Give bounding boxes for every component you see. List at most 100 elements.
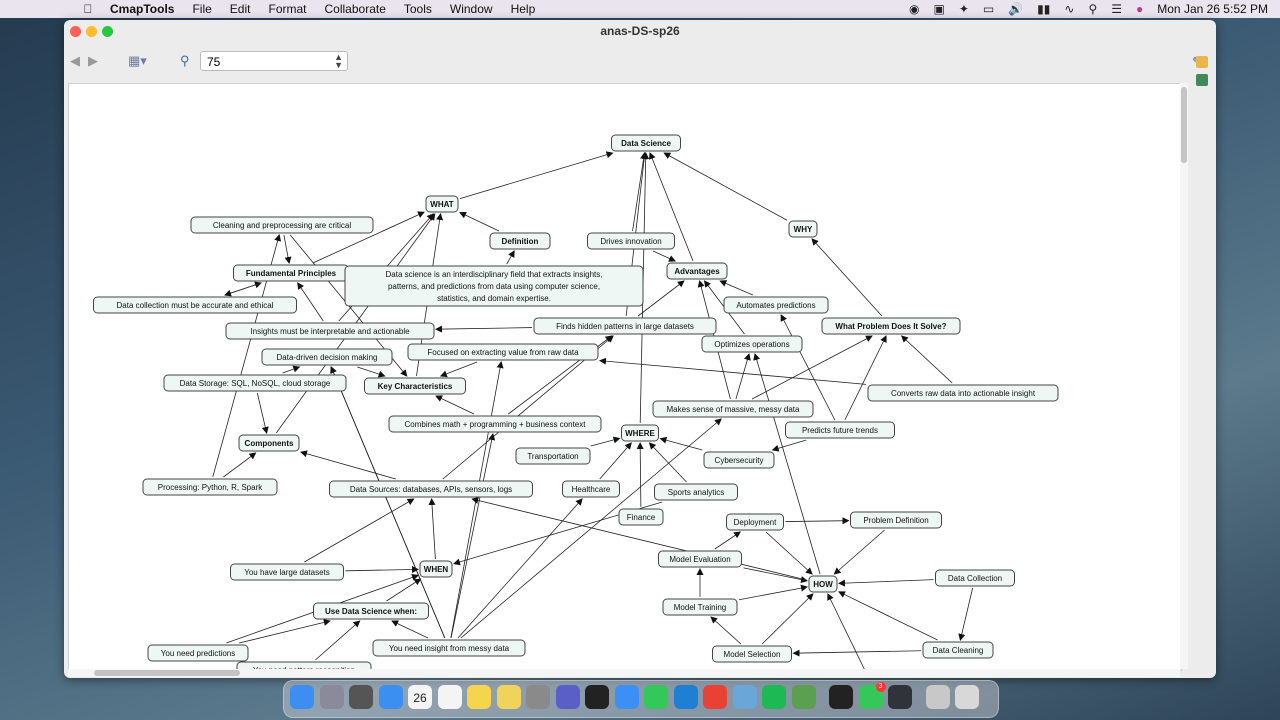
menu-file[interactable]: File	[192, 2, 212, 16]
menu-collaborate[interactable]: Collaborate	[324, 2, 386, 16]
cmap-link[interactable]	[738, 584, 808, 601]
cmap-link[interactable]	[312, 211, 425, 264]
record-icon[interactable]: ◉	[908, 2, 920, 16]
cmap-node-cyber[interactable]: Cybersecurity	[703, 451, 775, 469]
style-palette-icon[interactable]	[1196, 56, 1208, 68]
cmap-link[interactable]	[743, 567, 808, 583]
dock-settings-icon[interactable]	[526, 685, 550, 709]
dock-cmaptools-icon[interactable]	[791, 685, 816, 709]
zoom-icon[interactable]: ⚲	[180, 53, 190, 68]
apple-icon[interactable]: 	[80, 2, 96, 16]
zoom-input[interactable]: 75 ▲▼	[200, 51, 348, 71]
volume-icon[interactable]: 🔊	[1008, 2, 1024, 16]
cmap-link[interactable]	[428, 498, 436, 560]
cmap-link[interactable]	[386, 578, 422, 602]
dock-facetime-icon[interactable]: 3	[858, 682, 886, 709]
cmap-node-definition[interactable]: Definition	[489, 232, 551, 250]
cmap-link[interactable]	[714, 531, 741, 550]
cmap-link[interactable]	[765, 531, 813, 575]
dock-messages-icon[interactable]	[644, 685, 668, 709]
cmap-link[interactable]	[636, 442, 644, 508]
close-button[interactable]	[70, 26, 81, 37]
cmap-link[interactable]	[459, 211, 500, 232]
cmap-link[interactable]	[761, 593, 814, 645]
cmap-link[interactable]	[792, 649, 922, 657]
cmap-link[interactable]	[844, 335, 887, 421]
teams-status-icon[interactable]: ▣	[933, 2, 945, 16]
cmap-node-ds[interactable]: Data Science	[611, 134, 681, 152]
cmap-link[interactable]	[439, 361, 478, 378]
cmap-node-predictions[interactable]: You need predictions	[147, 644, 249, 662]
dock-notes-icon[interactable]	[467, 685, 491, 709]
cmap-link[interactable]	[719, 280, 753, 296]
cmap-link[interactable]	[710, 616, 742, 645]
cmap-link[interactable]	[391, 620, 429, 639]
cmap-link[interactable]	[833, 529, 885, 575]
cmap-link[interactable]	[827, 593, 868, 670]
cmap-node-modeltrain[interactable]: Model Training	[662, 598, 738, 616]
cmap-link[interactable]	[753, 353, 821, 575]
cmap-node-sources[interactable]: Data Sources: databases, APIs, sensors, …	[329, 480, 533, 498]
zoom-stepper-icon[interactable]: ▲▼	[334, 52, 343, 70]
cmap-link[interactable]	[457, 498, 583, 639]
dock-quicktime-icon[interactable]	[888, 685, 912, 709]
cmap-link[interactable]	[282, 365, 301, 374]
cmap-node-healthcare[interactable]: Healthcare	[562, 480, 620, 498]
cmap-node-modelsel[interactable]: Model Selection	[712, 645, 792, 663]
cmap-link[interactable]	[304, 498, 415, 563]
cmap-node-when[interactable]: WHEN	[419, 560, 453, 578]
cmap-link[interactable]	[224, 282, 262, 297]
dock-teams-icon[interactable]	[555, 685, 580, 709]
view-menu-icon[interactable]: ▦▾	[128, 53, 147, 68]
dock-stickies-icon[interactable]	[496, 685, 521, 709]
cmap-link[interactable]	[838, 579, 934, 587]
cmap-link[interactable]	[599, 357, 867, 385]
cmap-link[interactable]	[637, 280, 685, 317]
dock-chrome-icon[interactable]	[703, 685, 727, 709]
dock-finder-icon[interactable]	[290, 685, 314, 709]
cmap-node-finance[interactable]: Finance	[618, 508, 664, 526]
cmap-link[interactable]	[345, 565, 419, 573]
dock-vscode-icon[interactable]	[673, 685, 698, 709]
cmap-node-advantages[interactable]: Advantages	[666, 262, 728, 280]
display-icon[interactable]: ▭	[982, 2, 995, 16]
cmap-link[interactable]	[297, 282, 324, 322]
menu-clock[interactable]: Mon Jan 26 5:52 PM	[1157, 2, 1268, 16]
cmap-node-datadriven[interactable]: Data-driven decision making	[261, 348, 393, 366]
cmap-link[interactable]	[958, 587, 974, 641]
vertical-scroll-thumb[interactable]	[1181, 87, 1187, 163]
cmap-link[interactable]	[330, 366, 446, 639]
dock-mail-icon[interactable]	[378, 685, 403, 709]
cmap-link[interactable]	[300, 450, 396, 480]
cmap-node-optimizes[interactable]: Optimizes operations	[701, 335, 803, 353]
minimize-button[interactable]	[86, 26, 97, 37]
search-icon[interactable]: ⚲	[1088, 2, 1098, 16]
cmap-node-transport[interactable]: Transportation	[515, 447, 591, 465]
cmap-node-modeleval[interactable]: Model Evaluation	[658, 550, 742, 568]
cmap-node-predicts[interactable]: Predicts future trends	[785, 421, 895, 439]
control-center-icon[interactable]: ☰	[1111, 2, 1123, 16]
cmap-link[interactable]	[450, 433, 496, 639]
cmap-node-usewhen[interactable]: Use Data Science when:	[313, 602, 429, 620]
resources-icon[interactable]	[1196, 74, 1208, 86]
cmap-link[interactable]	[838, 591, 938, 641]
cmap-node-fundamental[interactable]: Fundamental Principles	[233, 264, 349, 282]
cmap-node-messy[interactable]: You need insight from messy data	[372, 639, 526, 657]
cmap-link[interactable]	[599, 442, 632, 480]
cmap-node-largeds[interactable]: You have large datasets	[230, 563, 344, 581]
cmap-link[interactable]	[648, 442, 687, 483]
dock-reminders-icon[interactable]	[437, 685, 462, 709]
cmap-link[interactable]	[648, 152, 694, 262]
cmap-link[interactable]	[460, 418, 722, 639]
cmap-node-problemdef[interactable]: Problem Definition	[850, 511, 942, 529]
dock-screenshot-icon[interactable]	[349, 685, 373, 709]
dock-preview-icon[interactable]	[732, 685, 757, 709]
battery-icon[interactable]: ▮▮	[1037, 2, 1051, 16]
menu-format[interactable]: Format	[268, 2, 307, 16]
menu-app-name[interactable]: CmapTools	[110, 2, 175, 16]
cmap-node-drives[interactable]: Drives innovation	[587, 232, 675, 250]
cmap-node-datacleaning[interactable]: Data Cleaning	[922, 641, 994, 659]
cmap-link[interactable]	[785, 517, 850, 525]
cmap-link[interactable]	[471, 497, 808, 581]
